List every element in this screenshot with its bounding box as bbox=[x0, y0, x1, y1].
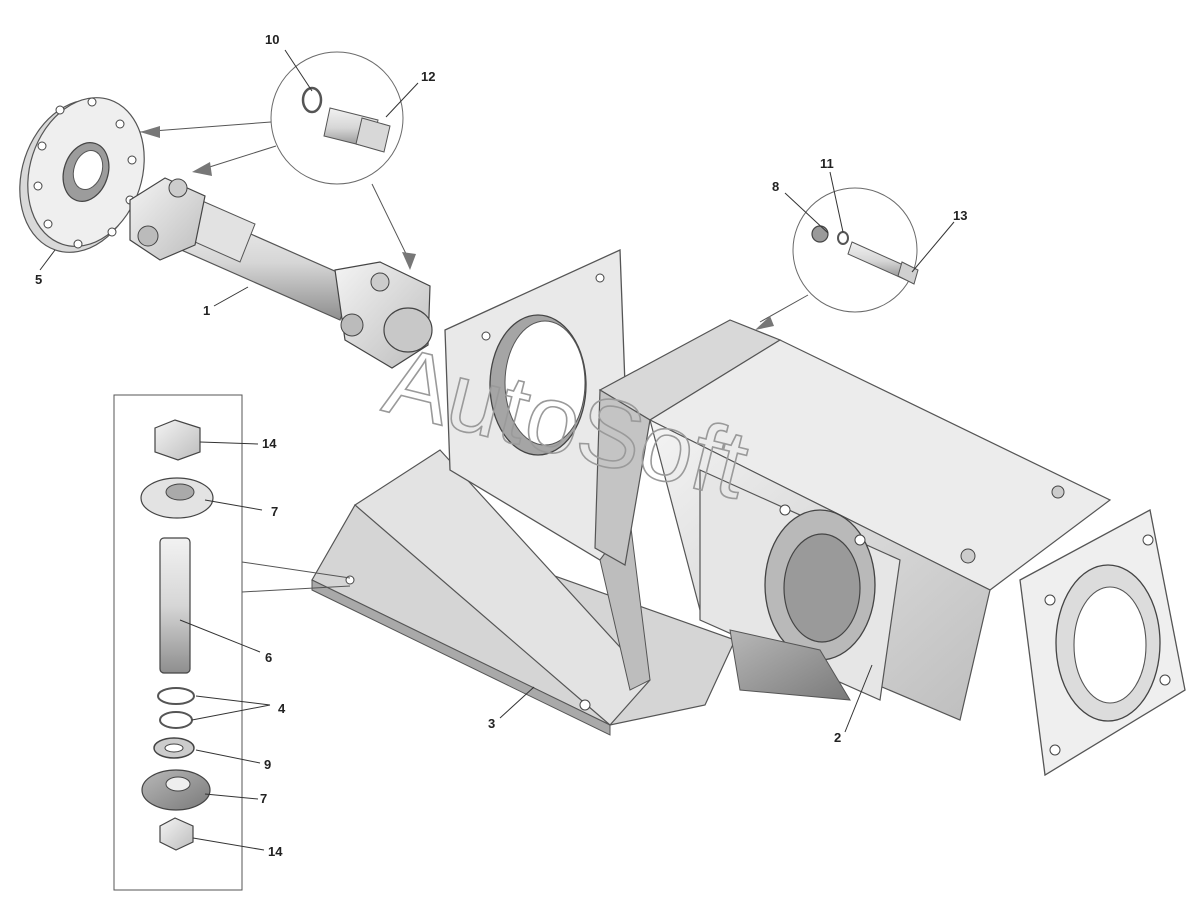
leader-lines bbox=[39, 49, 955, 851]
nut-bottom bbox=[159, 817, 194, 851]
fastener-kit-box bbox=[113, 394, 351, 891]
stud bbox=[159, 537, 191, 674]
callout-1: 1 bbox=[203, 303, 210, 318]
bracket-part-3 bbox=[311, 249, 736, 736]
callout-4: 4 bbox=[278, 701, 286, 716]
cardan-shaft-part-1 bbox=[129, 177, 433, 369]
callout-12: 12 bbox=[421, 69, 435, 84]
callout-9: 9 bbox=[264, 757, 271, 772]
callout-14-top: 14 bbox=[262, 436, 277, 451]
detail-circle-right bbox=[755, 187, 919, 330]
callout-5: 5 bbox=[35, 272, 42, 287]
callout-7-top: 7 bbox=[271, 504, 278, 519]
callout-14-bottom: 14 bbox=[268, 844, 283, 859]
callout-13: 13 bbox=[953, 208, 967, 223]
pump-part-2 bbox=[594, 319, 1186, 777]
callout-2: 2 bbox=[834, 730, 841, 745]
callout-11: 11 bbox=[820, 156, 834, 171]
callout-labels: 1 2 3 4 5 6 7 7 8 9 10 11 12 13 14 14 bbox=[35, 32, 967, 859]
callout-8: 8 bbox=[772, 179, 779, 194]
callout-6: 6 bbox=[265, 650, 272, 665]
nut-top bbox=[154, 419, 201, 461]
callout-7-bottom: 7 bbox=[260, 791, 267, 806]
detail-circle-left bbox=[139, 51, 416, 270]
callout-10: 10 bbox=[265, 32, 279, 47]
flange-part-5 bbox=[19, 97, 145, 253]
callout-3: 3 bbox=[488, 716, 495, 731]
ring-a bbox=[157, 687, 195, 705]
